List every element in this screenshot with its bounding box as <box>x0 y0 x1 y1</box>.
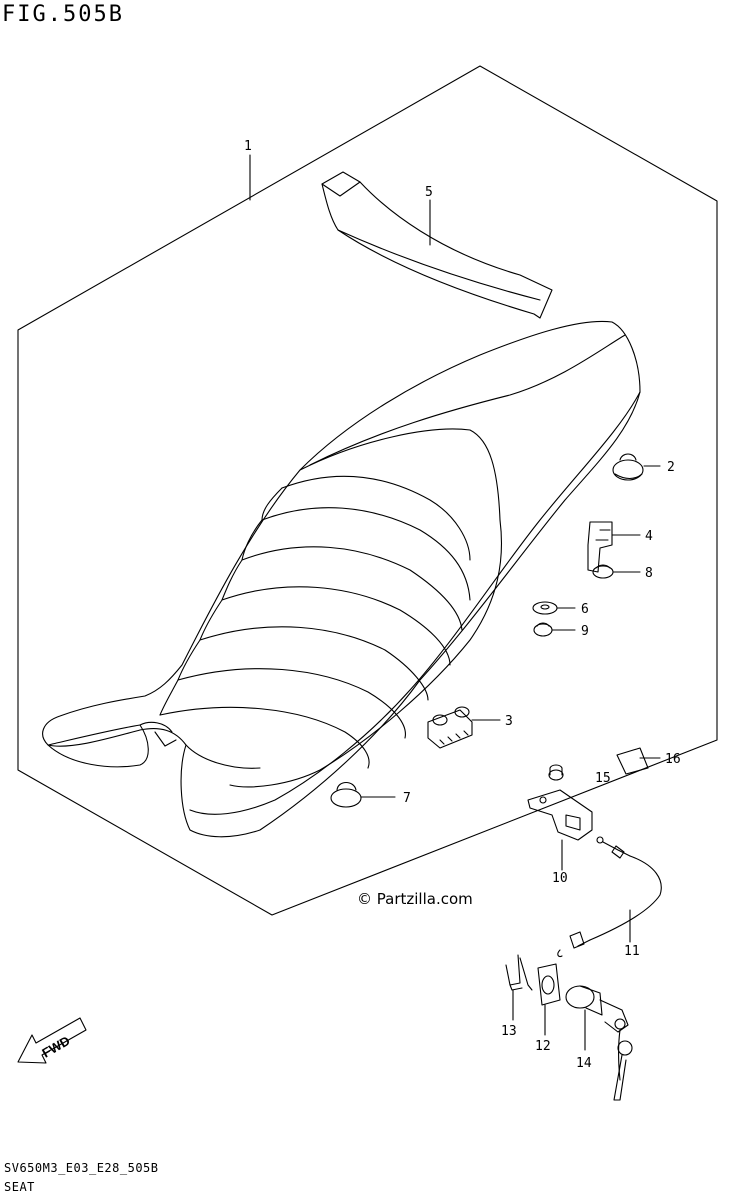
callout-7: 7 <box>403 791 411 806</box>
callout-1: 1 <box>244 139 252 154</box>
callout-4: 4 <box>645 529 653 544</box>
figure-name: SEAT <box>4 1180 35 1194</box>
washer-part[interactable] <box>532 601 558 615</box>
forward-direction-icon: FWD <box>17 1017 87 1064</box>
callout-11: 11 <box>624 944 640 959</box>
fwd-label: FWD <box>39 1033 72 1061</box>
clip-part[interactable] <box>505 954 533 991</box>
damper-part[interactable] <box>427 706 473 749</box>
callout-16: 16 <box>665 752 681 767</box>
callout-2: 2 <box>667 460 675 475</box>
callout-6: 6 <box>581 602 589 617</box>
bracket-part[interactable] <box>587 521 613 573</box>
callout-3: 3 <box>505 714 513 729</box>
callout-14: 14 <box>576 1056 592 1071</box>
seat-assembly-part[interactable] <box>42 320 641 838</box>
callout-10: 10 <box>552 871 568 886</box>
figure-title: FIG.505B <box>2 2 124 27</box>
cushion-part[interactable] <box>612 453 644 481</box>
callout-8: 8 <box>645 566 653 581</box>
cushion-part[interactable] <box>330 781 362 808</box>
callout-5: 5 <box>425 185 433 200</box>
callout-9: 9 <box>581 624 589 639</box>
assembly-boundary <box>17 65 718 916</box>
nut-part[interactable] <box>533 622 553 637</box>
seat-strap-part[interactable] <box>321 171 553 319</box>
label-part[interactable] <box>616 747 649 775</box>
callout-13: 13 <box>501 1024 517 1039</box>
callout-15: 15 <box>595 771 611 786</box>
lock-base-part[interactable] <box>527 764 593 841</box>
seat-lock-cable-part[interactable] <box>557 836 662 958</box>
callout-12: 12 <box>535 1039 551 1054</box>
lock-cylinder-part[interactable] <box>565 985 633 1101</box>
plate-part[interactable] <box>537 963 561 1006</box>
figure-code: SV650M3_E03_E28_505B <box>4 1161 159 1175</box>
watermark: © Partzilla.com <box>357 890 473 908</box>
